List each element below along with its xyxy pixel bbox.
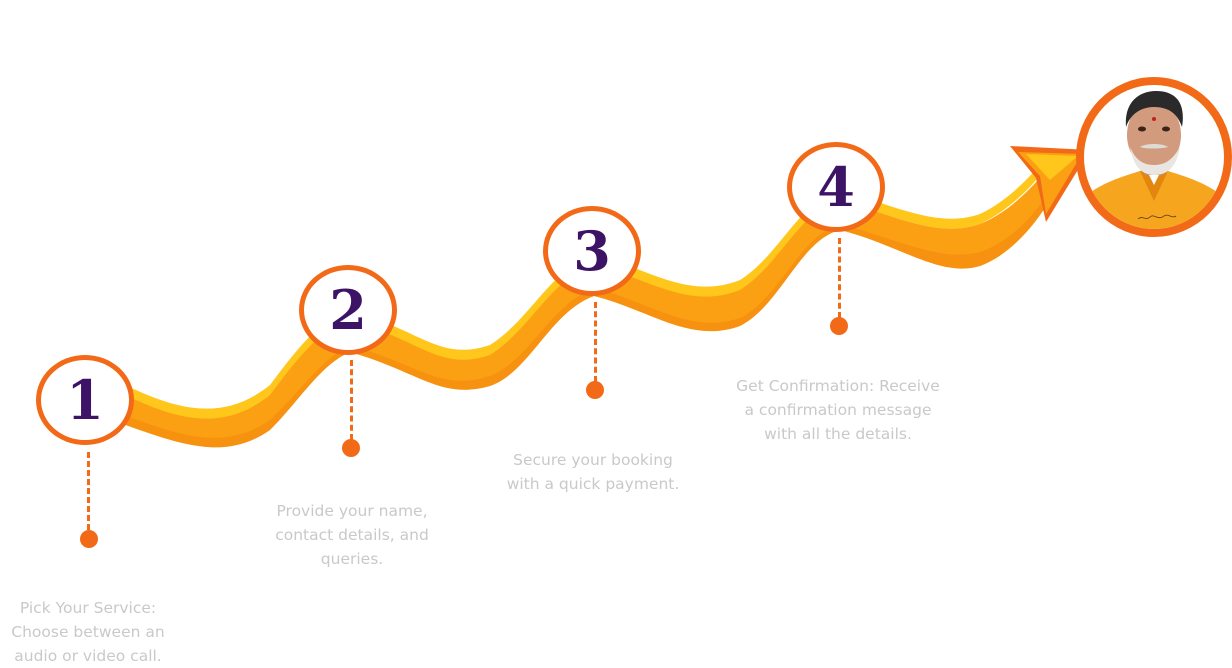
step-1-connector bbox=[87, 452, 90, 530]
portrait-face bbox=[1127, 101, 1181, 169]
portrait-moustache bbox=[1140, 144, 1168, 149]
portrait-signature bbox=[1137, 214, 1177, 220]
step-2-number: 2 bbox=[329, 278, 367, 342]
step-3-number: 3 bbox=[573, 219, 611, 283]
step-2-connector bbox=[350, 360, 353, 440]
portrait-eye-right bbox=[1162, 126, 1170, 132]
step-3-dot bbox=[586, 381, 604, 399]
portrait-beard bbox=[1130, 147, 1180, 175]
step-1-dot bbox=[80, 530, 98, 548]
step-4-number: 4 bbox=[817, 155, 855, 219]
step-3-circle: 3 bbox=[543, 206, 641, 296]
step-2-description: Provide your name, contact details, and … bbox=[275, 502, 429, 568]
step-1-circle: 1 bbox=[36, 355, 134, 445]
step-4-description: Get Confirmation: Receive a confirmation… bbox=[736, 377, 940, 443]
portrait-collar bbox=[1140, 169, 1168, 201]
portrait-eye-left bbox=[1138, 126, 1146, 132]
step-3-connector bbox=[594, 302, 597, 382]
portrait-avatar bbox=[1076, 77, 1232, 237]
step-1-description: Pick Your Service: Choose between an aud… bbox=[11, 599, 165, 665]
step-2-dot bbox=[342, 439, 360, 457]
step-3-description: Secure your booking with a quick payment… bbox=[506, 451, 680, 493]
step-4-dot bbox=[830, 317, 848, 335]
portrait-tilak bbox=[1152, 117, 1156, 121]
portrait-illustration bbox=[1084, 85, 1224, 229]
step-2-circle: 2 bbox=[299, 265, 397, 355]
portrait-hair bbox=[1125, 91, 1183, 127]
step-4-connector bbox=[838, 238, 841, 318]
step-4-circle: 4 bbox=[787, 142, 885, 232]
arrow-head-icon bbox=[1010, 146, 1090, 222]
step-1-number: 1 bbox=[66, 368, 104, 432]
